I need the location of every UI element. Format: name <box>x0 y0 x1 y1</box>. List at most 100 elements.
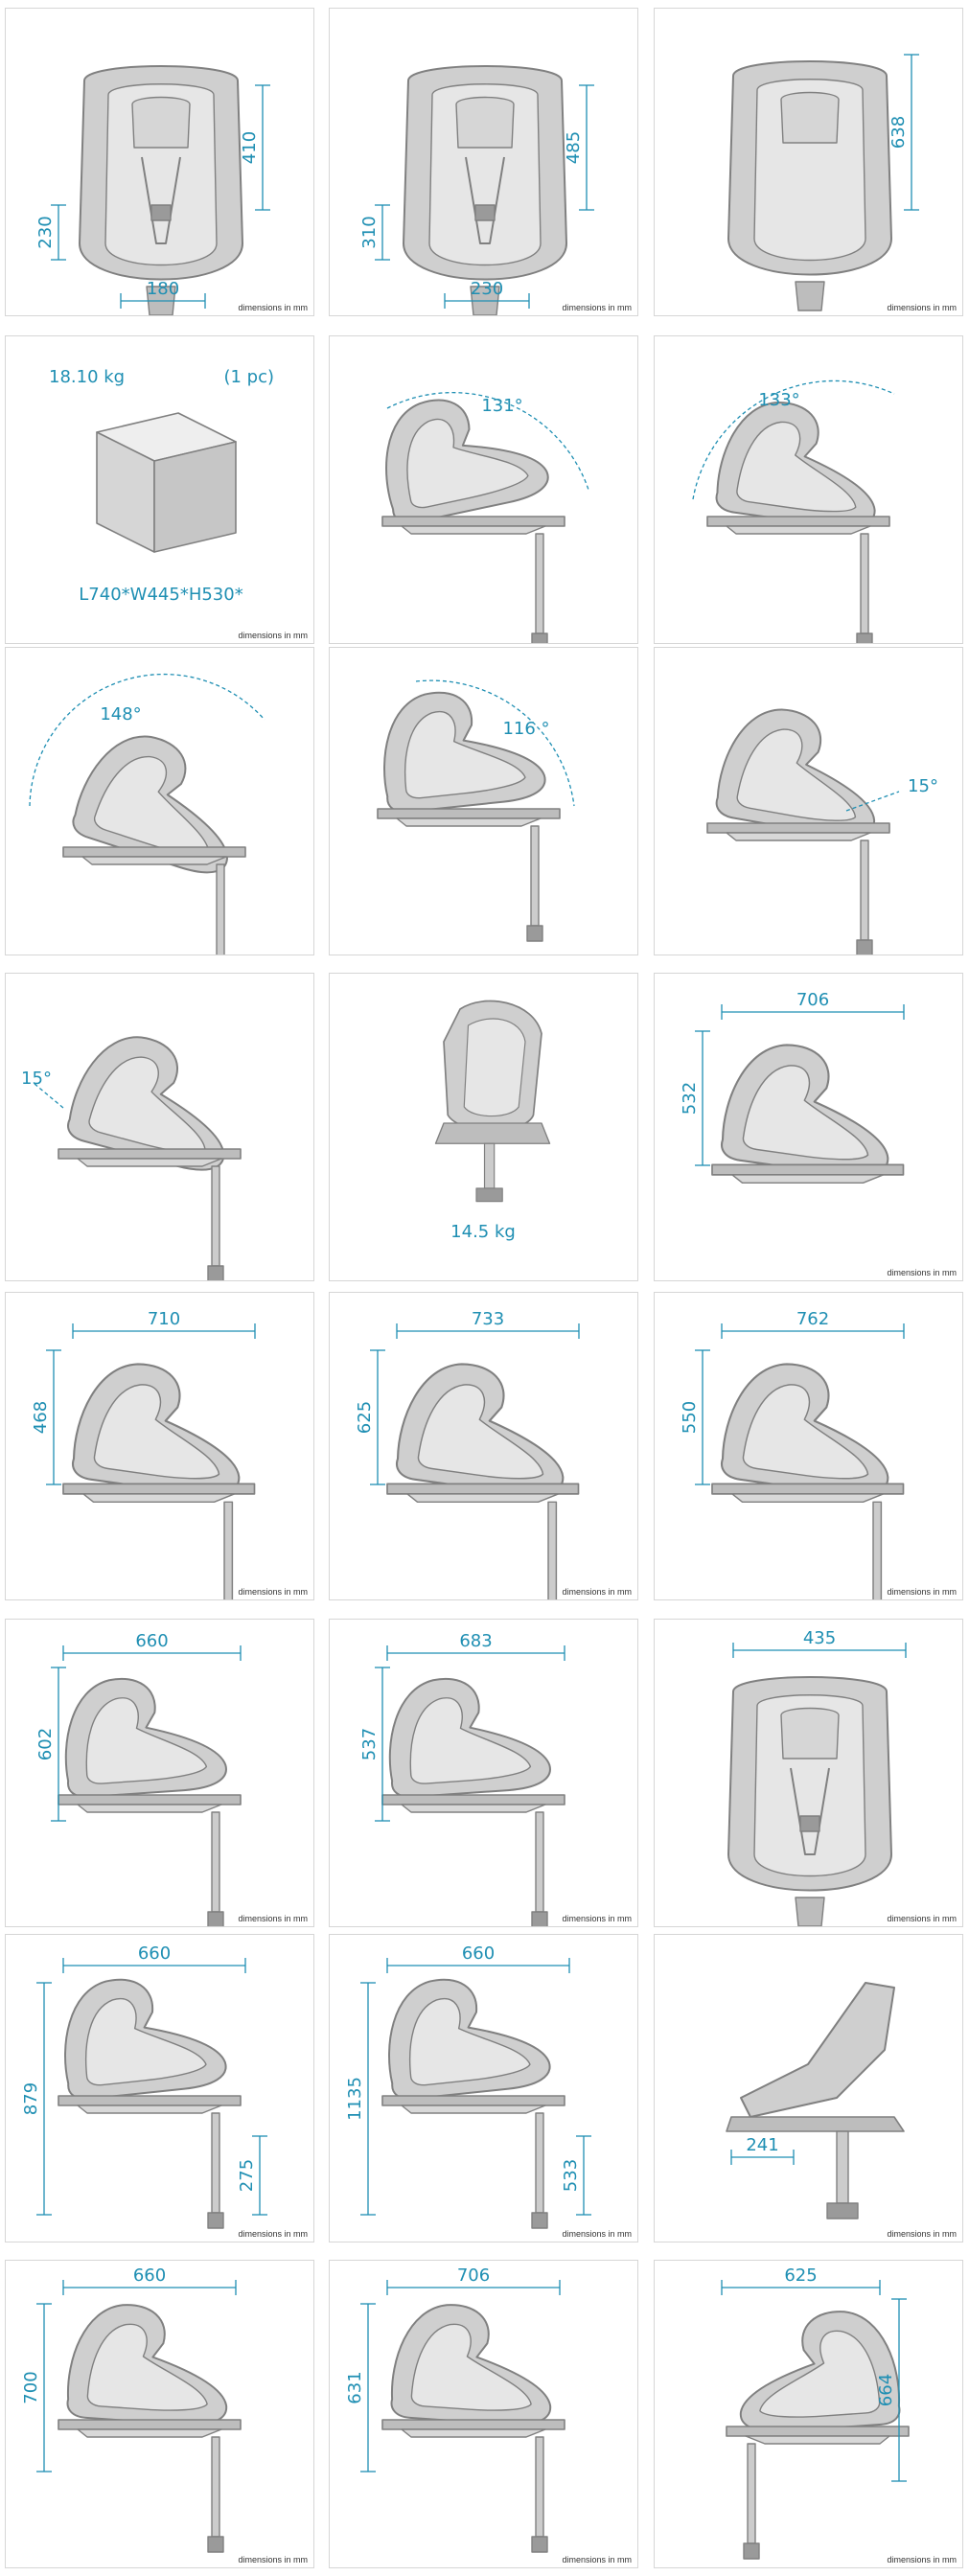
buckle <box>150 204 172 221</box>
angle-label: 131° <box>481 396 522 416</box>
panel-drawing: 15° <box>21 1036 242 1280</box>
base <box>58 2095 242 2106</box>
seat-side-illustration <box>381 399 565 643</box>
base <box>434 1122 551 1144</box>
seat-cushion <box>409 1697 532 1784</box>
dimensions-unit-note: dimensions in mm <box>238 2229 308 2239</box>
support-leg <box>211 2436 220 2538</box>
panel-drawing: 116 ° <box>377 679 575 942</box>
seat-rear-illustration <box>726 1982 905 2220</box>
support-leg <box>216 863 225 954</box>
base-foot <box>726 525 871 535</box>
angle-label: 15° <box>21 1069 52 1089</box>
support-leg <box>535 2436 544 2538</box>
seat-side-illustration <box>711 1044 905 1184</box>
seat-front-illustration <box>403 65 567 315</box>
height-dimension-label: 468 <box>31 1401 51 1434</box>
support-leg <box>223 1501 234 1599</box>
dimensions-unit-note: dimensions in mm <box>887 1587 957 1597</box>
seat-side-illustration <box>62 735 246 954</box>
base <box>377 808 561 819</box>
base <box>706 516 890 527</box>
angle-label: 148° <box>100 704 141 724</box>
width-dimension-label: 660 <box>462 1944 495 1964</box>
base <box>381 2095 565 2106</box>
height-dimension-label: 602 <box>35 1728 56 1760</box>
height-dimension-label: 664 <box>876 2374 896 2406</box>
harness <box>790 1767 830 1855</box>
support-leg <box>836 2130 849 2204</box>
width-bottom-label: 230 <box>471 279 503 299</box>
base-foot <box>401 2428 546 2438</box>
support-leg <box>860 840 869 941</box>
seat-side-illustration <box>58 1036 242 1280</box>
base <box>62 1483 256 1495</box>
support-leg <box>535 533 544 634</box>
support-leg <box>211 2112 220 2214</box>
seat-side-illustration <box>381 1677 565 1926</box>
base-foot <box>731 1174 885 1184</box>
dimensions-unit-note: dimensions in mm <box>562 2229 632 2239</box>
panel-drawing: 14.5 kg <box>434 1000 551 1242</box>
seat-cushion <box>85 1697 208 1784</box>
base-foot <box>401 525 546 535</box>
panel-angle-right: 131° <box>329 335 638 644</box>
dimensions-unit-note: dimensions in mm <box>562 1587 632 1597</box>
seat-side-illustration <box>58 1978 242 2229</box>
dimensions-unit-note: dimensions in mm <box>562 2555 632 2564</box>
base-foot <box>82 1493 236 1504</box>
seat-side-illustration <box>58 2304 242 2553</box>
support-leg-foot <box>856 632 873 643</box>
seat-cushion <box>406 418 529 509</box>
panel-drawing: 638 <box>727 54 919 311</box>
seat-cushion <box>736 728 857 821</box>
base <box>381 1794 565 1806</box>
seat-inner <box>463 1018 526 1117</box>
base-foot <box>396 817 542 827</box>
base-foot <box>77 1804 222 1813</box>
seat-cushion <box>742 1065 869 1161</box>
width-dimension-label: 660 <box>135 1631 168 1651</box>
headrest <box>455 96 515 149</box>
seat-side-illustration <box>58 1677 242 1926</box>
harness <box>141 156 181 244</box>
base <box>58 2419 242 2430</box>
support-leg-foot <box>826 2202 859 2220</box>
support-leg-foot <box>207 1911 224 1926</box>
base <box>726 2426 910 2437</box>
seat-cushion <box>86 2323 208 2411</box>
width-dimension-label: 706 <box>796 990 829 1010</box>
dimensions-unit-note: dimensions in mm <box>887 1268 957 1277</box>
support-leg-foot <box>475 1187 503 1203</box>
seat-front-illustration <box>79 65 243 315</box>
support-leg-foot <box>531 1911 548 1926</box>
height-dimension-label: 550 <box>680 1401 700 1434</box>
base <box>711 1163 905 1176</box>
panel-angle-left-wide: 148° <box>5 647 314 955</box>
angle-label: 15° <box>908 776 938 796</box>
dimensions-unit-note: dimensions in mm <box>238 2555 308 2564</box>
base-foot <box>401 1804 546 1813</box>
height-dimension-label: 532 <box>680 1082 700 1115</box>
seat-front-illustration <box>727 60 892 311</box>
buckle <box>474 204 496 221</box>
support-leg <box>547 1501 558 1599</box>
seat-cushion <box>93 1384 220 1480</box>
box-dimensions-label: L740*W445*H530* <box>79 585 242 605</box>
base <box>711 1483 905 1495</box>
base <box>726 2116 905 2132</box>
base <box>62 846 246 858</box>
panel-drawing: 241 <box>726 1982 905 2220</box>
headrest <box>131 96 191 149</box>
